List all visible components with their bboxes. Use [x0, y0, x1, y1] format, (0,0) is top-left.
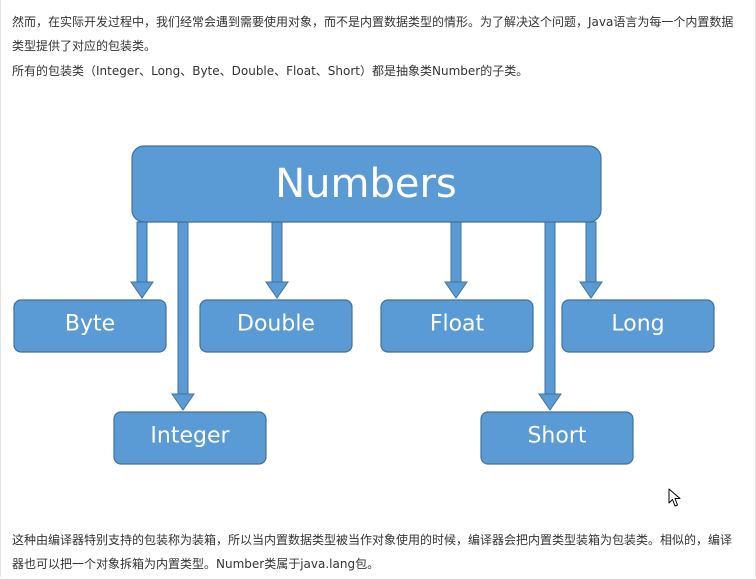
- arrow-to-integer: [171, 221, 195, 411]
- long-box: Long: [561, 299, 715, 353]
- numbers-label: Numbers: [275, 161, 457, 207]
- float-box: Float: [380, 299, 534, 353]
- arrow-to-byte: [130, 221, 154, 299]
- arrows: [130, 221, 603, 411]
- double-label: Double: [237, 312, 315, 337]
- long-label: Long: [611, 312, 664, 337]
- short-label: Short: [527, 424, 586, 449]
- boxing-paragraph: 这种由编译器特别支持的包装称为装箱，所以当内置数据类型被当作对象使用的时候，编译…: [12, 533, 733, 571]
- byte-label: Byte: [65, 312, 115, 337]
- arrow-to-long: [579, 221, 603, 299]
- intro-paragraph: 然而，在实际开发过程中，我们经常会遇到需要使用对象，而不是内置数据类型的情形。为…: [12, 15, 734, 53]
- arrow-to-double: [265, 221, 289, 299]
- mouse-pointer-icon: [668, 488, 681, 507]
- subclass-paragraph: 所有的包装类（Integer、Long、Byte、Double、Float、Sh…: [12, 64, 529, 78]
- arrow-to-short: [538, 221, 562, 411]
- short-box: Short: [480, 411, 634, 465]
- integer-box: Integer: [113, 411, 267, 465]
- integer-label: Integer: [150, 424, 230, 449]
- float-label: Float: [430, 312, 485, 337]
- byte-box: Byte: [13, 299, 167, 353]
- arrow-to-float: [444, 221, 468, 299]
- double-box: Double: [199, 299, 353, 353]
- numbers-box: Numbers: [131, 145, 602, 223]
